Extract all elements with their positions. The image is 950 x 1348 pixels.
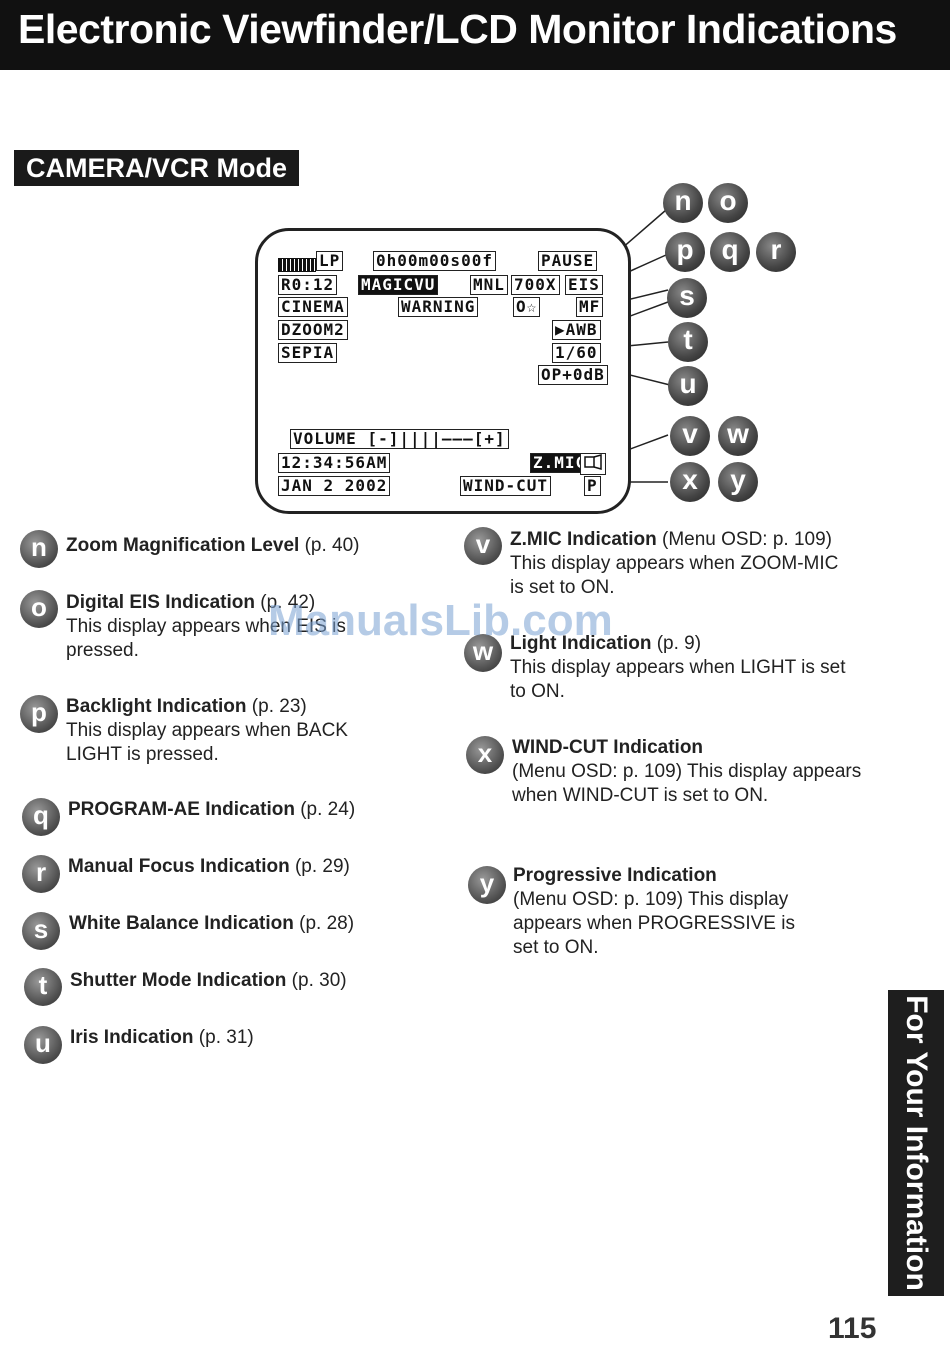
item-light: Light Indication (p. 9) This display app… (510, 632, 870, 704)
magic-vu-indicator: MAGICVU (358, 275, 439, 295)
callout-y: y (718, 462, 758, 502)
mf-indicator: MF (576, 297, 604, 317)
callout-p: p (665, 232, 705, 272)
callout-t: t (668, 322, 708, 362)
callout-u: u (668, 366, 708, 406)
callout-w: w (718, 416, 758, 456)
item-desc: This display appears when BACK LIGHT is … (66, 720, 348, 765)
lp-indicator: LP (316, 251, 344, 271)
page-number: 115 (828, 1312, 877, 1345)
warning-indicator: WARNING (398, 297, 479, 317)
item-desc: This display appears when EIS is pressed… (66, 616, 346, 661)
item-program-ae: PROGRAM-AE Indication (p. 24) (68, 798, 428, 822)
item-zoom-magnification: Zoom Magnification Level (p. 40) (66, 534, 426, 558)
program-ae-indicator: O☆ (513, 297, 541, 317)
pause-indicator: PAUSE (538, 251, 598, 271)
item-ref: (p. 31) (193, 1027, 254, 1048)
bullet-t: t (24, 968, 62, 1006)
item-title: WIND-CUT Indication (512, 737, 704, 758)
dzoom-indicator: DZOOM2 (278, 320, 348, 340)
callout-v: v (670, 416, 710, 456)
light-icon (580, 453, 606, 475)
callout-o: o (708, 183, 748, 223)
item-desc: (Menu OSD: p. 109) This display appears … (512, 761, 862, 806)
item-title: PROGRAM-AE Indication (68, 799, 295, 820)
item-ref: (p. 23) (246, 696, 307, 717)
iris-indicator: OP+0dB (538, 365, 608, 385)
item-ref: (p. 9) (651, 633, 702, 654)
viewfinder-screen: LP 0h00m00s00f PAUSE R0:12 MAGICVU MNL 7… (255, 228, 631, 514)
item-ref: (p. 28) (293, 913, 355, 934)
bullet-o: o (20, 590, 58, 628)
item-title: Shutter Mode Indication (70, 970, 287, 991)
zoom-level-indicator: 700X (511, 275, 560, 295)
item-ref: (p. 42) (254, 592, 316, 613)
item-manual-focus: Manual Focus Indication (p. 29) (68, 855, 428, 879)
item-shutter-mode: Shutter Mode Indication (p. 30) (70, 969, 430, 993)
side-tab-label: For Your Information (900, 995, 933, 1291)
sepia-indicator: SEPIA (278, 343, 338, 363)
time-indicator: 12:34:56AM (278, 453, 391, 473)
awb-indicator: ▶AWB (552, 320, 601, 340)
bullet-u: u (24, 1026, 62, 1064)
battery-icon (278, 258, 316, 272)
item-desc: This display appears when LIGHT is set t… (510, 657, 846, 702)
mode-badge: CAMERA/VCR Mode (14, 150, 299, 186)
item-title: Manual Focus Indication (68, 856, 290, 877)
callout-n: n (663, 183, 703, 223)
date-indicator: JAN 2 2002 (278, 476, 391, 496)
timecode-indicator: 0h00m00s00f (373, 251, 496, 271)
bullet-x: x (466, 736, 504, 774)
item-ref: (Menu OSD: p. 109) (656, 529, 833, 550)
bullet-s: s (22, 912, 60, 950)
watermark: ManualsLib.com (268, 596, 613, 645)
item-backlight: Backlight Indication (p. 23) This displa… (66, 695, 406, 767)
page-title: Electronic Viewfinder/LCD Monitor Indica… (18, 6, 897, 52)
item-desc: (Menu OSD: p. 109) This display appears … (513, 889, 795, 958)
item-white-balance: White Balance Indication (p. 28) (69, 912, 429, 936)
item-desc: This display appears when ZOOM-MIC is se… (510, 553, 839, 598)
callout-s: s (667, 278, 707, 318)
callout-x: x (670, 462, 710, 502)
r012-indicator: R0:12 (278, 275, 338, 295)
item-title: Light Indication (510, 633, 652, 654)
volume-indicator: VOLUME [-]||||———[+] (290, 429, 509, 449)
item-iris: Iris Indication (p. 31) (70, 1026, 430, 1050)
item-title: Progressive Indication (513, 865, 717, 886)
progressive-indicator: P (584, 476, 601, 496)
item-ref: (p. 24) (294, 799, 356, 820)
bullet-p: p (20, 695, 58, 733)
item-progressive: Progressive Indication (Menu OSD: p. 109… (513, 864, 803, 960)
mnl-indicator: MNL (470, 275, 508, 295)
callout-q: q (710, 232, 750, 272)
bullet-v: v (464, 527, 502, 565)
cinema-indicator: CINEMA (278, 297, 348, 317)
wind-cut-indicator: WIND-CUT (460, 476, 552, 496)
shutter-indicator: 1/60 (552, 343, 601, 363)
item-ref: (p. 40) (299, 535, 360, 556)
header-bar: Electronic Viewfinder/LCD Monitor Indica… (0, 0, 950, 70)
bullet-y: y (468, 866, 506, 904)
item-title: Zoom Magnification Level (66, 535, 300, 556)
item-ref: (p. 29) (289, 856, 350, 877)
bullet-q: q (22, 798, 60, 836)
item-zmic: Z.MIC Indication (Menu OSD: p. 109) This… (510, 528, 880, 600)
side-tab: For Your Information (888, 990, 944, 1296)
callout-r: r (756, 232, 796, 272)
bullet-n: n (20, 530, 58, 568)
item-title: Z.MIC Indication (510, 529, 657, 550)
item-title: Backlight Indication (66, 696, 247, 717)
item-title: Digital EIS Indication (66, 592, 255, 613)
eis-indicator: EIS (565, 275, 603, 295)
item-title: Iris Indication (70, 1027, 194, 1048)
bullet-w: w (464, 634, 502, 672)
item-ref: (p. 30) (286, 970, 347, 991)
item-wind-cut: WIND-CUT Indication (Menu OSD: p. 109) T… (512, 736, 887, 808)
bullet-r: r (22, 855, 60, 893)
item-title: White Balance Indication (69, 913, 294, 934)
item-digital-eis: Digital EIS Indication (p. 42) This disp… (66, 591, 406, 663)
